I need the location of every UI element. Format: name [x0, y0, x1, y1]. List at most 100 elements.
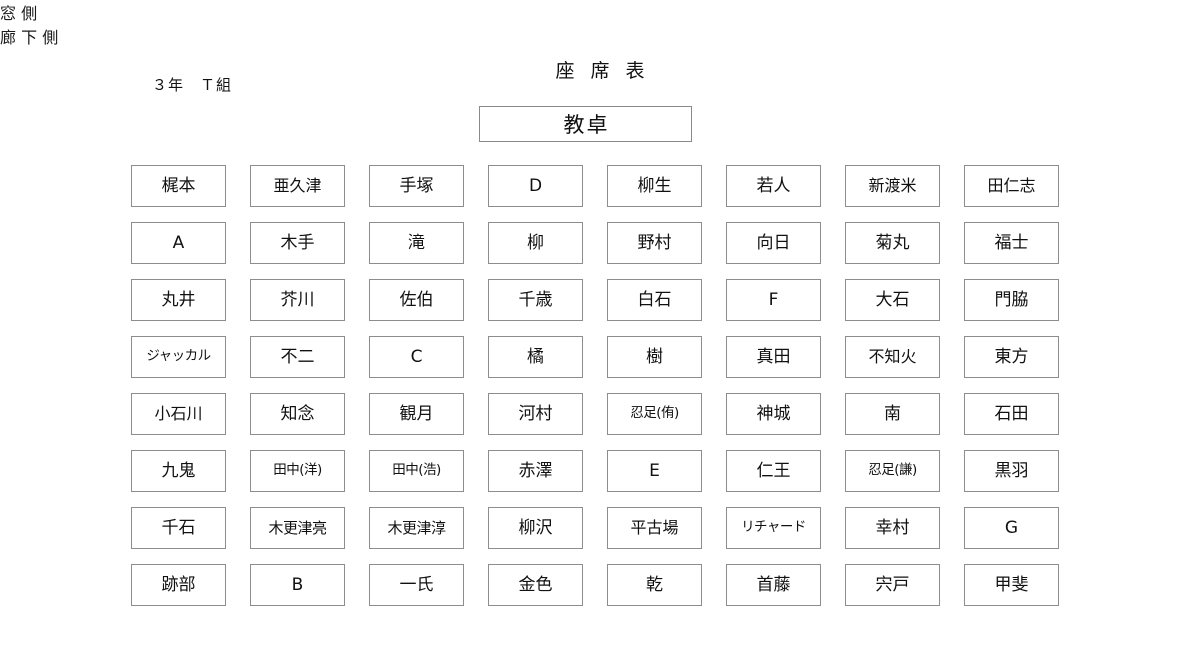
seat-r7-c2[interactable]: 木更津亮	[250, 507, 345, 549]
seat-label: 石田	[994, 403, 1029, 424]
seat-label: D	[528, 175, 543, 196]
seat-label: 忍足(謙)	[868, 462, 917, 479]
seat-label: 亜久津	[273, 176, 322, 195]
seat-label: 芥川	[280, 289, 315, 310]
seat-r7-c8[interactable]: G	[964, 507, 1059, 549]
seat-label: 門脇	[994, 289, 1029, 310]
seat-label: 千歳	[518, 289, 553, 310]
seat-r8-c4[interactable]: 金色	[488, 564, 583, 606]
seat-label: 柳生	[637, 175, 672, 196]
seat-r4-c8[interactable]: 東方	[964, 336, 1059, 378]
teacher-desk: 教卓	[479, 106, 692, 142]
seat-r2-c8[interactable]: 福士	[964, 222, 1059, 264]
seat-r1-c6[interactable]: 若人	[726, 165, 821, 207]
seat-label: 平古場	[630, 518, 679, 537]
seat-r1-c1[interactable]: 梶本	[131, 165, 226, 207]
seat-label: ジャッカル	[146, 348, 211, 365]
seat-r2-c4[interactable]: 柳	[488, 222, 583, 264]
seat-r2-c3[interactable]: 滝	[369, 222, 464, 264]
seat-label: 真田	[756, 346, 791, 367]
seat-r3-c6[interactable]: F	[726, 279, 821, 321]
seat-label: 橘	[527, 346, 544, 367]
seat-r1-c3[interactable]: 手塚	[369, 165, 464, 207]
seat-r4-c2[interactable]: 不二	[250, 336, 345, 378]
seat-label: 菊丸	[875, 232, 910, 253]
seat-r8-c5[interactable]: 乾	[607, 564, 702, 606]
seat-label: C	[410, 346, 423, 367]
seat-r6-c7[interactable]: 忍足(謙)	[845, 450, 940, 492]
seat-r2-c6[interactable]: 向日	[726, 222, 821, 264]
seat-r5-c5[interactable]: 忍足(侑)	[607, 393, 702, 435]
seat-r2-c1[interactable]: A	[131, 222, 226, 264]
seat-label: 甲斐	[994, 574, 1029, 595]
seat-label: 手塚	[399, 175, 434, 196]
seat-r7-c4[interactable]: 柳沢	[488, 507, 583, 549]
seat-label: 観月	[399, 403, 434, 424]
seat-r4-c6[interactable]: 真田	[726, 336, 821, 378]
seat-r1-c7[interactable]: 新渡米	[845, 165, 940, 207]
seat-r4-c1[interactable]: ジャッカル	[131, 336, 226, 378]
seat-r8-c8[interactable]: 甲斐	[964, 564, 1059, 606]
seat-r6-c1[interactable]: 九鬼	[131, 450, 226, 492]
seat-r7-c5[interactable]: 平古場	[607, 507, 702, 549]
corridor-side-char-2: 下	[21, 28, 38, 47]
seat-r2-c5[interactable]: 野村	[607, 222, 702, 264]
seat-r7-c3[interactable]: 木更津淳	[369, 507, 464, 549]
seat-r8-c3[interactable]: 一氏	[369, 564, 464, 606]
seat-r6-c5[interactable]: E	[607, 450, 702, 492]
seat-r5-c4[interactable]: 河村	[488, 393, 583, 435]
seat-label: 河村	[518, 403, 553, 424]
seat-r7-c1[interactable]: 千石	[131, 507, 226, 549]
seat-r2-c7[interactable]: 菊丸	[845, 222, 940, 264]
seat-r1-c8[interactable]: 田仁志	[964, 165, 1059, 207]
seat-r3-c3[interactable]: 佐伯	[369, 279, 464, 321]
seat-label: 一氏	[399, 574, 434, 595]
seat-label: 柳沢	[518, 517, 553, 538]
seat-r8-c1[interactable]: 跡部	[131, 564, 226, 606]
seat-label: 不二	[280, 346, 315, 367]
seat-r4-c3[interactable]: C	[369, 336, 464, 378]
seat-r3-c7[interactable]: 大石	[845, 279, 940, 321]
seat-r6-c2[interactable]: 田中(洋)	[250, 450, 345, 492]
seat-r1-c5[interactable]: 柳生	[607, 165, 702, 207]
seat-label: 小石川	[154, 404, 203, 423]
seat-r8-c2[interactable]: B	[250, 564, 345, 606]
seat-label: 向日	[756, 232, 791, 253]
seat-r4-c7[interactable]: 不知火	[845, 336, 940, 378]
seat-r3-c1[interactable]: 丸井	[131, 279, 226, 321]
window-side-panel: 窓 側	[0, 0, 1200, 24]
seat-r3-c5[interactable]: 白石	[607, 279, 702, 321]
seat-r5-c1[interactable]: 小石川	[131, 393, 226, 435]
seat-r3-c2[interactable]: 芥川	[250, 279, 345, 321]
seat-r6-c4[interactable]: 赤澤	[488, 450, 583, 492]
seat-r6-c6[interactable]: 仁王	[726, 450, 821, 492]
seat-r5-c8[interactable]: 石田	[964, 393, 1059, 435]
seat-label: 金色	[518, 574, 553, 595]
seat-label: G	[1004, 517, 1019, 538]
seat-label: 梶本	[161, 175, 196, 196]
seat-r8-c6[interactable]: 首藤	[726, 564, 821, 606]
seat-r1-c2[interactable]: 亜久津	[250, 165, 345, 207]
seat-r5-c2[interactable]: 知念	[250, 393, 345, 435]
seat-r5-c3[interactable]: 観月	[369, 393, 464, 435]
seat-label: 田中(洋)	[273, 462, 322, 479]
seat-r3-c8[interactable]: 門脇	[964, 279, 1059, 321]
seat-label: 新渡米	[868, 176, 917, 195]
seat-r6-c3[interactable]: 田中(浩)	[369, 450, 464, 492]
seat-r4-c4[interactable]: 橘	[488, 336, 583, 378]
seat-r5-c6[interactable]: 神城	[726, 393, 821, 435]
seat-r8-c7[interactable]: 宍戸	[845, 564, 940, 606]
seat-r3-c4[interactable]: 千歳	[488, 279, 583, 321]
seat-label: 樹	[646, 346, 663, 367]
seat-r7-c6[interactable]: リチャード	[726, 507, 821, 549]
seat-r5-c7[interactable]: 南	[845, 393, 940, 435]
seat-r6-c8[interactable]: 黒羽	[964, 450, 1059, 492]
seat-label: E	[649, 460, 660, 481]
seat-label: B	[291, 574, 304, 595]
seat-r2-c2[interactable]: 木手	[250, 222, 345, 264]
seat-r1-c4[interactable]: D	[488, 165, 583, 207]
seat-label: 野村	[637, 232, 672, 253]
seat-r7-c7[interactable]: 幸村	[845, 507, 940, 549]
page-title: 座 席 表	[555, 60, 650, 82]
seat-r4-c5[interactable]: 樹	[607, 336, 702, 378]
